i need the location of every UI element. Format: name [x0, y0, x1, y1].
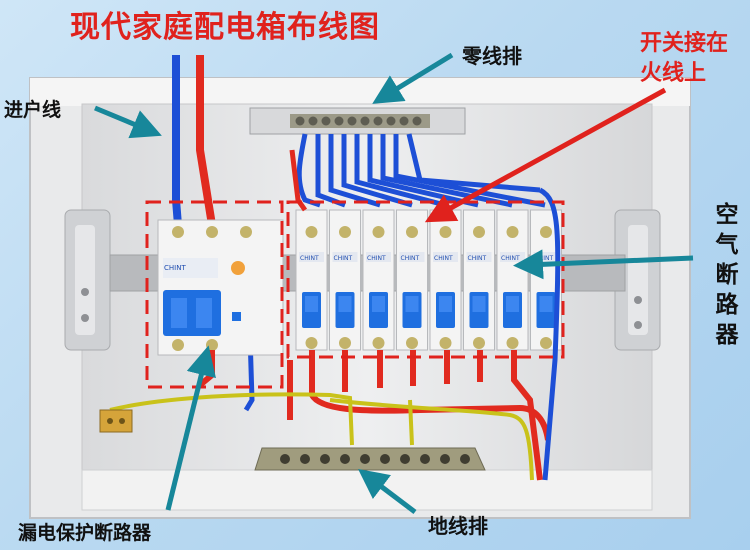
label-air-breaker-char: 器 [715, 322, 739, 348]
breaker-brand: CHINT [334, 255, 353, 262]
neutral-bar-screw [386, 116, 396, 126]
rcd-highlight-box [145, 200, 284, 389]
air-breaker-unit: CHINT [362, 209, 395, 351]
label-ground-bar: 地线排 [428, 514, 488, 538]
label-air-breaker-char: 路 [715, 292, 739, 318]
rcd-brand: CHINT [164, 264, 186, 272]
ground-bar-screw [440, 454, 450, 464]
ground-bar [254, 447, 486, 471]
breaker-brand: CHINT [535, 255, 554, 262]
label-switch-on-live-line1: 开关接在 [640, 31, 729, 56]
ground-bar-screw [420, 454, 430, 464]
breaker-brand: CHINT [501, 255, 520, 262]
neutral-bar-screw [399, 116, 409, 126]
left-bracket [64, 209, 111, 351]
live-feed-top [289, 149, 308, 212]
arrow-rcd-breaker [165, 345, 216, 511]
label-air-breaker: 空 气 断 路 器 [712, 200, 742, 350]
breaker-brand: CHINT [434, 255, 453, 262]
right-bracket [614, 209, 661, 351]
air-breaker-row: CHINT CHINT CHINT CHINT CHINT CHINT CHINT CHINT [295, 209, 562, 351]
arrow-neutral-bar [372, 52, 454, 104]
incoming-wires [172, 55, 216, 226]
neutral-bar-screw [347, 116, 357, 126]
ground-bar-screw [280, 454, 290, 464]
breaker-brand: CHINT [468, 255, 487, 262]
blue-trunk [538, 187, 561, 481]
arrow-incoming-line [94, 105, 162, 139]
neutral-bar-screw [373, 116, 383, 126]
annotation-arrows [94, 52, 694, 514]
label-air-breaker-char: 空 [715, 202, 739, 228]
diagram-title: 现代家庭配电箱布线图 [70, 10, 380, 45]
ground-bar-screw [400, 454, 410, 464]
ground-bar-screw [300, 454, 310, 464]
neutral-bar [249, 107, 466, 135]
breaker-brand: CHINT [367, 255, 386, 262]
breaker-brand: CHINT [401, 255, 420, 262]
ground-wires [109, 392, 534, 481]
neutral-bar-screw [334, 116, 344, 126]
ground-bar-screw [460, 454, 470, 464]
arrow-switch-on-live [424, 87, 667, 223]
rcd-breaker-body: CHINT [157, 219, 284, 356]
neutral-bar-screw [308, 116, 318, 126]
neutral-bar-screw [295, 116, 305, 126]
air-breaker-unit: CHINT [496, 209, 529, 351]
arrow-ground-bar [358, 468, 417, 514]
air-breaker-unit: CHINT [396, 209, 428, 351]
neutral-bar-screw [412, 116, 422, 126]
neutral-bar-screw [360, 116, 370, 126]
arrow-air-breaker [513, 249, 694, 280]
ground-terminal [99, 409, 133, 433]
label-air-breaker-char: 气 [715, 232, 739, 258]
label-incoming-line: 进户线 [4, 99, 62, 121]
label-rcd-breaker: 漏电保护断路器 [18, 522, 152, 544]
air-breaker-unit: CHINT [463, 209, 495, 351]
neutral-bar-screw [321, 116, 331, 126]
ground-bar-screw [320, 454, 330, 464]
ground-bar-screw [380, 454, 390, 464]
label-neutral-bar: 零线排 [462, 44, 522, 68]
label-switch-on-live-line2: 火线上 [640, 61, 707, 86]
air-breaker-unit: CHINT [295, 209, 328, 351]
ground-bar-screw [360, 454, 370, 464]
label-air-breaker-char: 断 [715, 262, 739, 288]
breaker-brand: CHINT [300, 255, 319, 262]
air-breaker-unit: CHINT [329, 209, 361, 351]
air-breaker-unit: CHINT [429, 209, 462, 351]
ground-bar-screw [340, 454, 350, 464]
